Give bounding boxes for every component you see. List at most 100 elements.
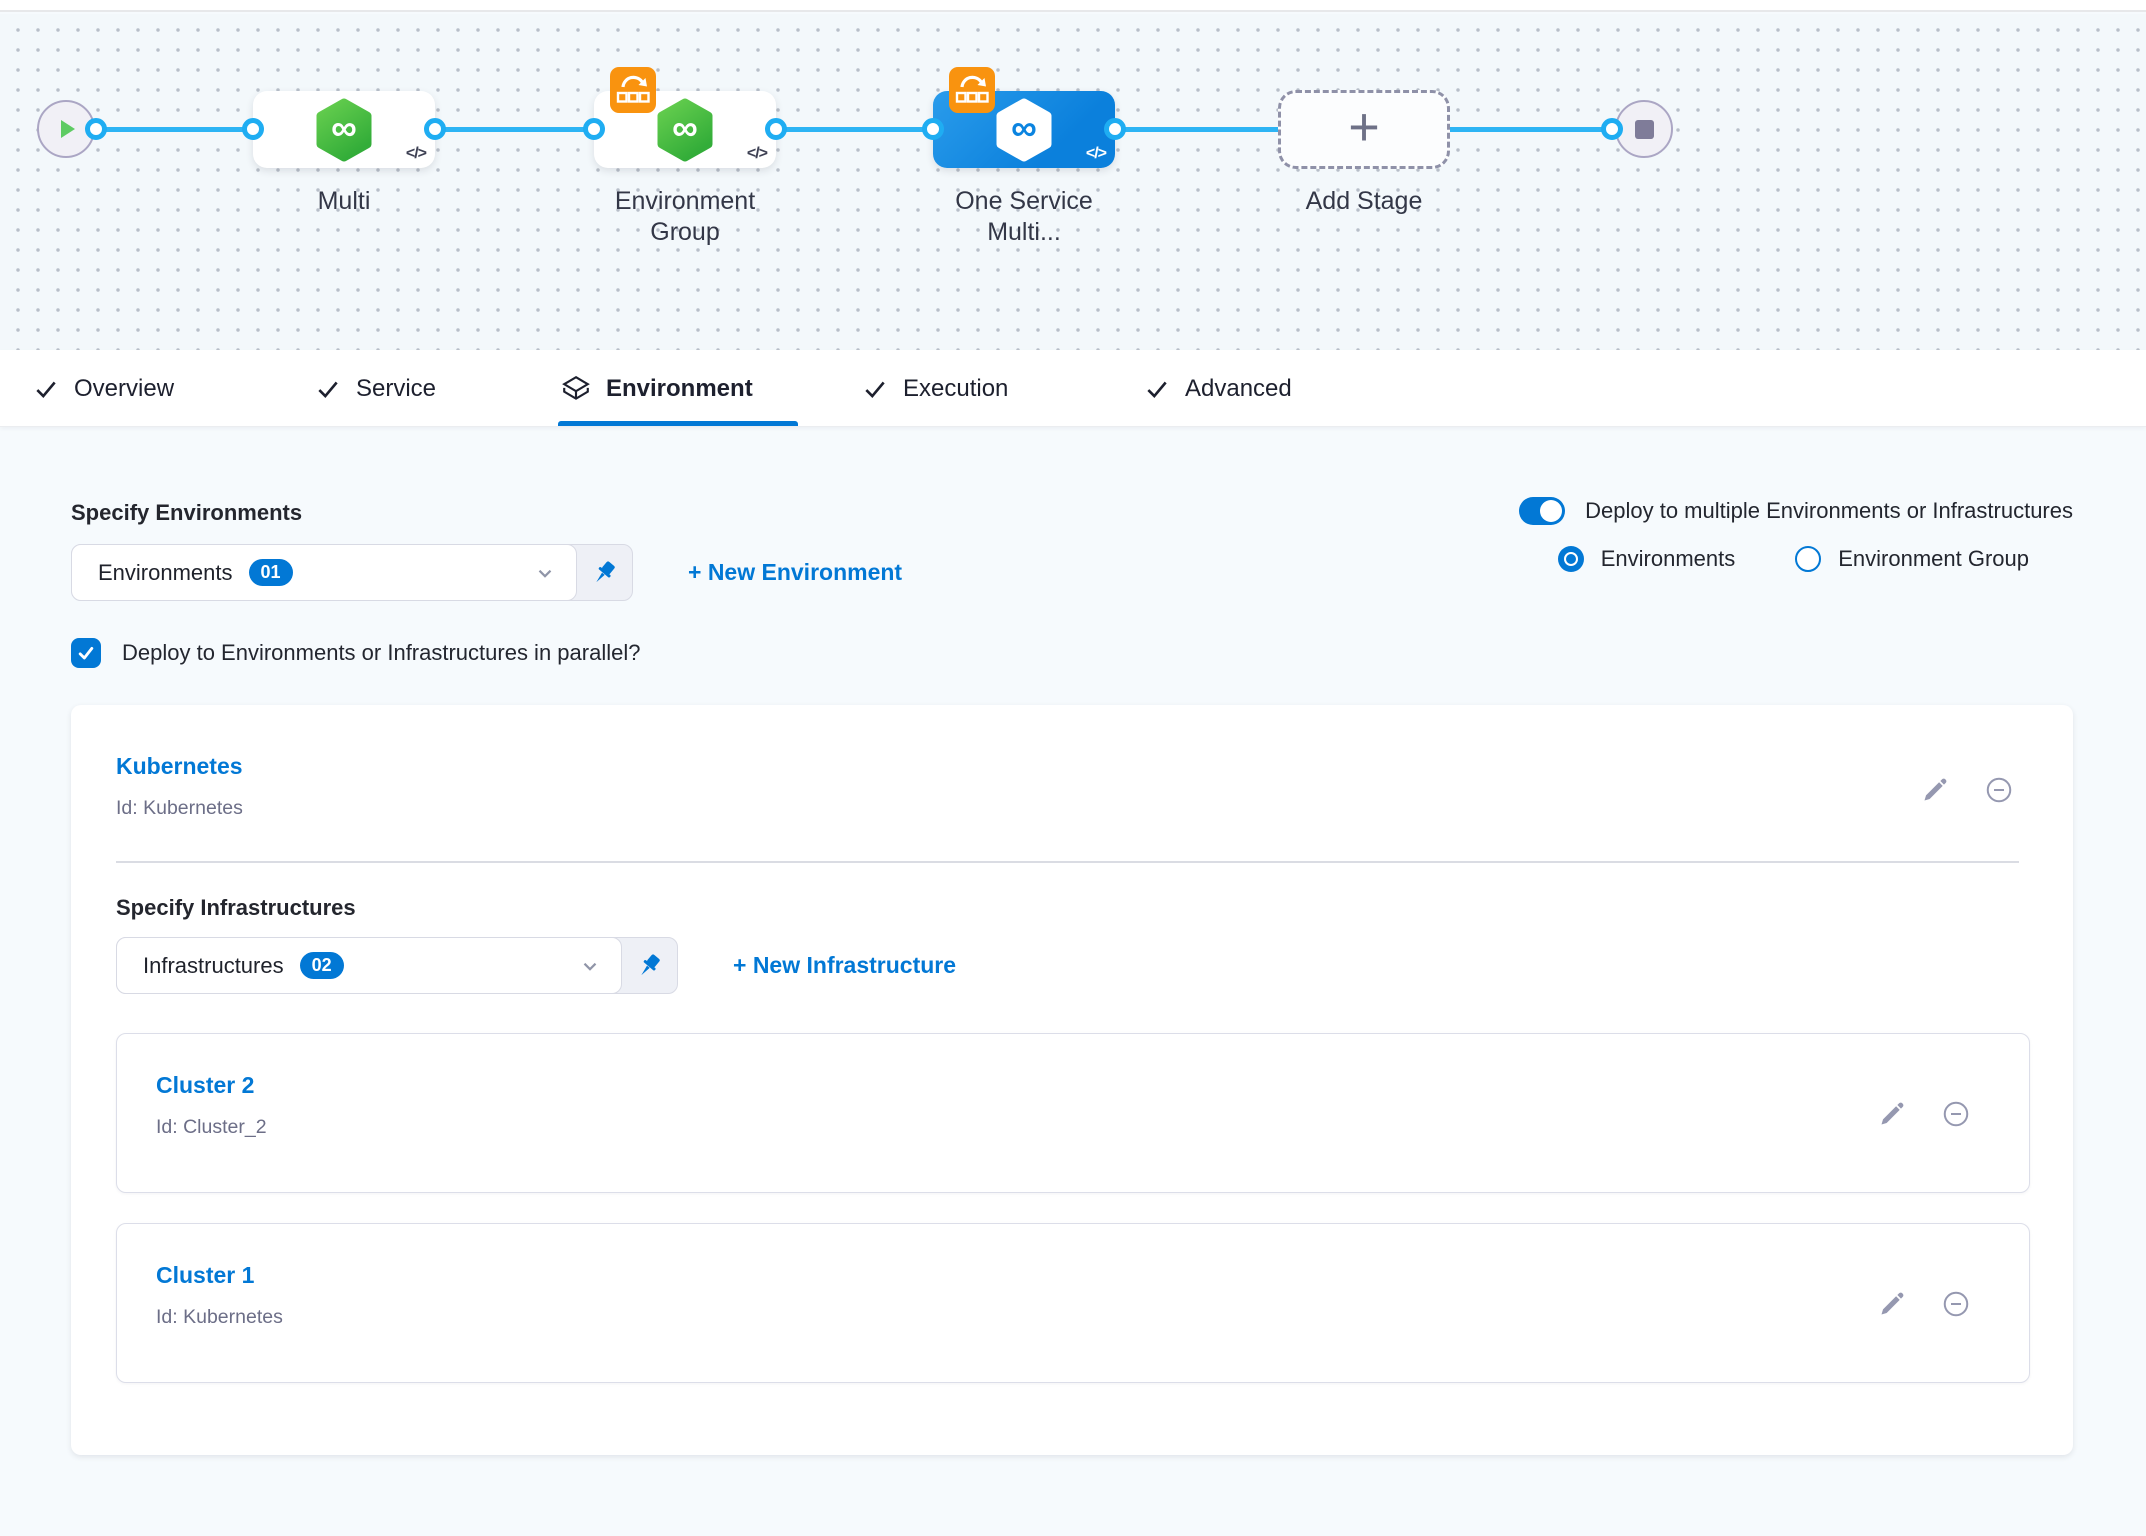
radio-environments[interactable]: Environments bbox=[1557, 546, 1736, 572]
infrastructures-dropdown[interactable]: Infrastructures 02 bbox=[116, 937, 678, 994]
stage-node-one-service-multi[interactable]: ∞ </> bbox=[933, 67, 1115, 168]
tab-label: Service bbox=[356, 374, 437, 402]
count-badge: 02 bbox=[299, 952, 344, 979]
service-hexagon-icon: ∞ bbox=[657, 98, 713, 161]
add-stage-button[interactable]: + bbox=[1278, 90, 1450, 169]
toggle-knob bbox=[1540, 500, 1563, 522]
pipeline-end-node[interactable] bbox=[1615, 100, 1673, 158]
infrastructure-name-link[interactable]: Cluster 2 bbox=[156, 1072, 255, 1098]
infinity-glyph: ∞ bbox=[1011, 107, 1037, 148]
infrastructure-card-cluster-1: Cluster 1 Id: Kubernetes bbox=[116, 1223, 2030, 1383]
stage-label-multi: Multi bbox=[317, 187, 371, 215]
chevron-down-icon[interactable] bbox=[579, 955, 601, 977]
connector-line bbox=[435, 127, 594, 132]
infinity-glyph: ∞ bbox=[331, 107, 357, 148]
specify-environments-label: Specify Environments bbox=[71, 500, 303, 525]
check-icon bbox=[36, 381, 56, 398]
tab-advanced[interactable]: Advanced bbox=[1144, 350, 1292, 427]
parallel-checkbox[interactable] bbox=[71, 638, 101, 668]
connector-port[interactable] bbox=[583, 118, 605, 140]
layers-icon bbox=[562, 375, 590, 400]
service-hexagon-icon: ∞ bbox=[316, 98, 372, 161]
remove-minus-icon[interactable] bbox=[1984, 775, 2014, 805]
radio-label: Environments bbox=[1600, 546, 1736, 571]
tab-service[interactable]: Service bbox=[315, 350, 436, 427]
connector-port[interactable] bbox=[85, 118, 107, 140]
tab-label: Overview bbox=[74, 374, 175, 402]
connector-port[interactable] bbox=[922, 118, 944, 140]
edit-pencil-icon[interactable] bbox=[1921, 776, 1949, 804]
connector-port[interactable] bbox=[1104, 118, 1126, 140]
check-icon bbox=[318, 381, 338, 398]
rolling-deployment-badge-icon bbox=[949, 67, 995, 113]
radio-environment-group[interactable]: Environment Group bbox=[1795, 546, 2029, 572]
remove-minus-icon[interactable] bbox=[1941, 1289, 1971, 1319]
stage-node-environment-group[interactable]: ∞ </> bbox=[594, 67, 776, 168]
active-tab-underline bbox=[558, 421, 798, 426]
infrastructure-name-link[interactable]: Cluster 1 bbox=[156, 1262, 255, 1288]
infrastructure-id: Id: Kubernetes bbox=[156, 1306, 283, 1328]
connector-port[interactable] bbox=[424, 118, 446, 140]
tab-label: Environment bbox=[606, 374, 753, 402]
remove-minus-icon[interactable] bbox=[1941, 1099, 1971, 1129]
pin-icon[interactable] bbox=[589, 558, 619, 588]
edit-pencil-icon[interactable] bbox=[1878, 1100, 1906, 1128]
specify-infrastructures-label: Specify Infrastructures bbox=[116, 895, 356, 920]
stage-label-one-service-multi: One Service Multi... bbox=[955, 187, 1093, 246]
stage-label-environment-group: Environment Group bbox=[614, 187, 756, 246]
infrastructure-id: Id: Cluster_2 bbox=[156, 1116, 267, 1138]
stage-tabbar: Overview Service Environment Execution A… bbox=[0, 350, 2146, 427]
edit-pencil-icon[interactable] bbox=[1878, 1290, 1906, 1318]
dropdown-label: Infrastructures bbox=[143, 952, 284, 978]
infrastructure-card-cluster-2: Cluster 2 Id: Cluster_2 bbox=[116, 1033, 2030, 1193]
stop-icon bbox=[1634, 119, 1654, 139]
top-strip bbox=[0, 0, 2146, 12]
deploy-multiple-toggle[interactable] bbox=[1519, 497, 1566, 525]
dropdown-label: Environments bbox=[98, 559, 233, 585]
pin-icon[interactable] bbox=[634, 951, 664, 981]
code-icon: </> bbox=[1085, 145, 1107, 162]
divider bbox=[116, 861, 2019, 863]
code-icon: </> bbox=[746, 145, 768, 162]
infinity-glyph: ∞ bbox=[672, 107, 698, 148]
code-icon: </> bbox=[405, 145, 427, 162]
deploy-options: Deploy to multiple Environments or Infra… bbox=[1519, 497, 2073, 572]
service-hexagon-icon: ∞ bbox=[996, 98, 1052, 161]
check-icon bbox=[78, 647, 94, 660]
tab-label: Execution bbox=[903, 374, 1009, 402]
connector-line bbox=[1115, 127, 1278, 132]
parallel-checkbox-label: Deploy to Environments or Infrastructure… bbox=[122, 640, 641, 665]
add-stage-label: Add Stage bbox=[1305, 187, 1423, 215]
environments-dropdown-value[interactable]: Environments 01 bbox=[71, 544, 577, 601]
radio-label: Environment Group bbox=[1838, 546, 2029, 571]
environment-type-radio-group: Environments Environment Group bbox=[1557, 546, 2029, 572]
new-environment-link[interactable]: + New Environment bbox=[688, 559, 903, 585]
connector-line bbox=[96, 127, 253, 132]
connector-port[interactable] bbox=[1601, 118, 1623, 140]
environment-id: Id: Kubernetes bbox=[116, 797, 243, 819]
tab-label: Advanced bbox=[1185, 374, 1292, 402]
connector-port[interactable] bbox=[765, 118, 787, 140]
tab-execution[interactable]: Execution bbox=[862, 350, 1008, 427]
plus-icon: + bbox=[1348, 96, 1380, 157]
environment-card: Kubernetes Id: Kubernetes Specify Infras… bbox=[71, 705, 2073, 1455]
count-badge: 01 bbox=[248, 559, 293, 586]
rolling-deployment-badge-icon bbox=[610, 67, 656, 113]
chevron-down-icon[interactable] bbox=[534, 562, 556, 584]
tab-environment[interactable]: Environment bbox=[561, 350, 753, 427]
connector-line bbox=[776, 127, 933, 132]
infrastructures-dropdown-value[interactable]: Infrastructures 02 bbox=[116, 937, 622, 994]
check-icon bbox=[1147, 381, 1167, 398]
environment-name-link[interactable]: Kubernetes bbox=[116, 753, 243, 779]
radio-unselected-icon[interactable] bbox=[1795, 546, 1822, 572]
stage-node-multi[interactable]: ∞ </> bbox=[253, 91, 435, 168]
pipeline-canvas[interactable]: ∞ </> Multi ∞ </> Environment Group bbox=[0, 14, 2146, 350]
parallel-checkbox-row[interactable]: Deploy to Environments or Infrastructure… bbox=[71, 638, 640, 668]
tab-overview[interactable]: Overview bbox=[33, 350, 174, 427]
environments-dropdown[interactable]: Environments 01 bbox=[71, 544, 633, 601]
deploy-multiple-toggle-row: Deploy to multiple Environments or Infra… bbox=[1519, 497, 2073, 525]
radio-selected-icon[interactable] bbox=[1557, 546, 1584, 572]
new-infrastructure-link[interactable]: + New Infrastructure bbox=[733, 952, 957, 978]
check-icon bbox=[865, 381, 885, 398]
connector-port[interactable] bbox=[242, 118, 264, 140]
